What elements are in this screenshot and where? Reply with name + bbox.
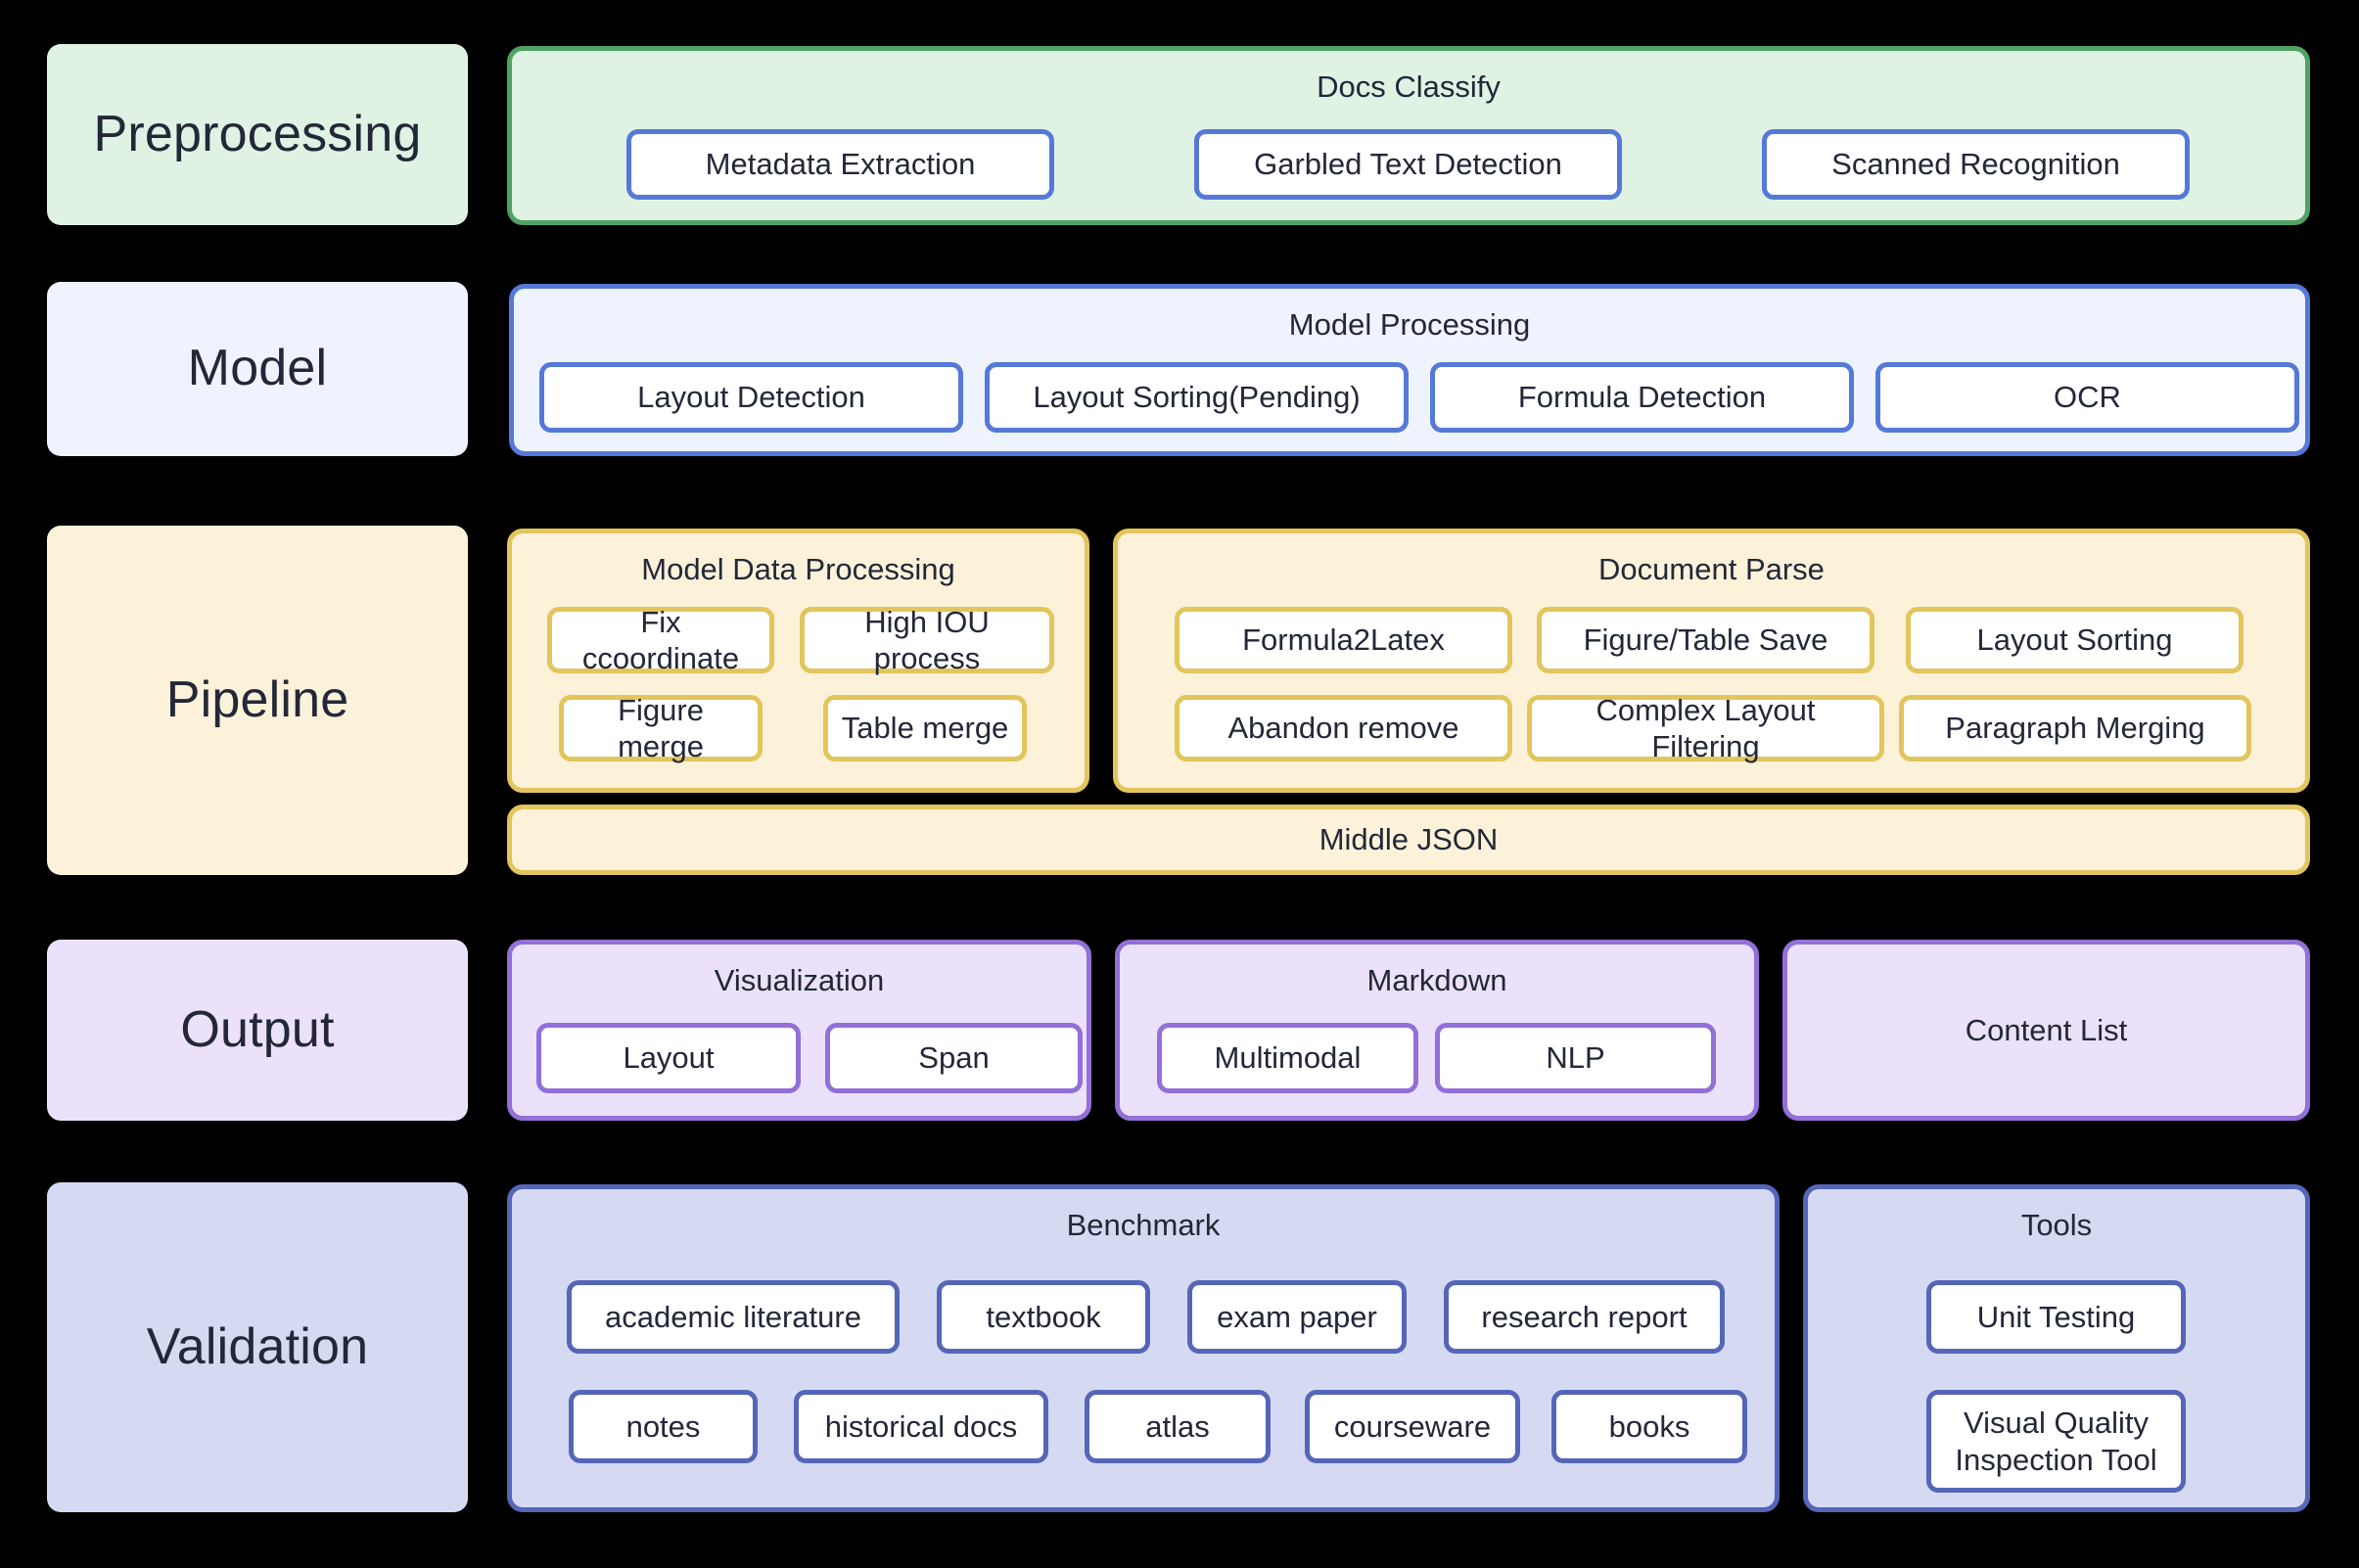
chip-exam-paper[interactable]: exam paper [1187, 1280, 1407, 1354]
chip-visual-quality-inspection-tool[interactable]: Visual Quality Inspection Tool [1926, 1390, 2186, 1493]
group-content-list: Content List [1782, 940, 2310, 1121]
chip-high-iou-process-label: High IOU process [864, 604, 990, 675]
group-middle-json: Middle JSON [507, 805, 2310, 875]
group-model-data-processing: Model Data Processing Fix ccoordinate Hi… [507, 529, 1089, 793]
chip-table-merge-label: Table merge [841, 711, 1009, 746]
chip-notes-label: notes [625, 1408, 701, 1444]
stage-label-preprocessing-text: Preprocessing [93, 105, 422, 162]
chip-abandon-remove-label: Abandon remove [1227, 711, 1459, 746]
group-title-model-processing: Model Processing [1288, 307, 1531, 342]
chip-paragraph-merging[interactable]: Paragraph Merging [1899, 695, 2251, 761]
group-tools: Tools Unit Testing Visual Quality Inspec… [1803, 1184, 2310, 1512]
chip-complex-layout-filtering-label: Complex Layout Filtering [1596, 692, 1816, 763]
group-document-parse: Document Parse Formula2Latex Figure/Tabl… [1113, 529, 2310, 793]
group-title-visualization: Visualization [714, 963, 885, 997]
chip-research-report-label: research report [1481, 1299, 1688, 1334]
stage-label-validation-text: Validation [146, 1317, 369, 1375]
chip-formula2latex-label: Formula2Latex [1242, 623, 1445, 658]
chip-high-iou-process[interactable]: High IOU process [800, 604, 1054, 675]
group-benchmark: Benchmark academic literature textbook e… [507, 1184, 1780, 1512]
chip-research-report[interactable]: research report [1444, 1280, 1725, 1354]
chip-layout-sorting[interactable]: Layout Sorting [1906, 607, 2243, 673]
chip-multimodal-label: Multimodal [1214, 1040, 1362, 1076]
group-title-model-data-processing: Model Data Processing [641, 552, 955, 586]
stage-label-model-text: Model [187, 340, 328, 397]
chip-courseware-label: courseware [1333, 1408, 1492, 1444]
stage-label-validation: Validation [47, 1182, 468, 1512]
chip-textbook-label: textbook [986, 1299, 1101, 1334]
group-title-document-parse: Document Parse [1598, 552, 1825, 586]
chip-abandon-remove[interactable]: Abandon remove [1175, 695, 1512, 761]
chip-textbook[interactable]: textbook [937, 1280, 1150, 1354]
chip-notes[interactable]: notes [569, 1390, 758, 1463]
chip-books[interactable]: books [1551, 1390, 1747, 1463]
chip-exam-paper-label: exam paper [1217, 1299, 1377, 1334]
group-title-markdown: Markdown [1366, 963, 1507, 997]
group-visualization: Visualization Layout Span [507, 940, 1091, 1121]
chip-figure-table-save[interactable]: Figure/Table Save [1537, 607, 1874, 673]
chip-academic-literature[interactable]: academic literature [567, 1280, 900, 1354]
chip-atlas[interactable]: atlas [1085, 1390, 1271, 1463]
group-title-middle-json: Middle JSON [1318, 822, 1499, 857]
chip-courseware[interactable]: courseware [1305, 1390, 1520, 1463]
chip-multimodal[interactable]: Multimodal [1157, 1023, 1418, 1093]
group-title-content-list: Content List [1965, 1012, 2128, 1047]
group-title-benchmark: Benchmark [1066, 1208, 1221, 1242]
group-docs-classify: Docs Classify Metadata Extraction Garble… [507, 46, 2310, 225]
chip-metadata-extraction[interactable]: Metadata Extraction [626, 129, 1054, 200]
stage-label-output: Output [47, 940, 468, 1121]
chip-fix-ccoordinate-label: Fix ccoordinate [581, 604, 740, 675]
chip-historical-docs-label: historical docs [824, 1408, 1018, 1444]
chip-formula-detection-label: Formula Detection [1517, 380, 1767, 415]
chip-scanned-recognition[interactable]: Scanned Recognition [1762, 129, 2190, 200]
chip-unit-testing-label: Unit Testing [1976, 1299, 2136, 1334]
chip-span[interactable]: Span [825, 1023, 1083, 1093]
group-title-tools: Tools [2020, 1208, 2093, 1242]
chip-figure-merge[interactable]: Figure merge [559, 692, 763, 763]
chip-nlp[interactable]: NLP [1435, 1023, 1716, 1093]
chip-layout-detection-label: Layout Detection [637, 380, 865, 415]
chip-garbled-text-detection[interactable]: Garbled Text Detection [1194, 129, 1622, 200]
chip-ocr[interactable]: OCR [1875, 362, 2299, 433]
chip-layout-sorting-label: Layout Sorting [1976, 623, 2173, 658]
chip-books-label: books [1608, 1408, 1690, 1444]
chip-layout-detection[interactable]: Layout Detection [539, 362, 963, 433]
group-model-processing: Model Processing Layout Detection Layout… [509, 284, 2310, 456]
chip-metadata-extraction-label: Metadata Extraction [705, 147, 976, 182]
chip-layout[interactable]: Layout [536, 1023, 801, 1093]
chip-garbled-text-detection-label: Garbled Text Detection [1254, 147, 1562, 182]
stage-label-preprocessing: Preprocessing [47, 44, 468, 225]
chip-visual-quality-inspection-tool-label: Visual Quality Inspection Tool [1955, 1406, 2157, 1477]
chip-formula-detection[interactable]: Formula Detection [1430, 362, 1854, 433]
group-title-docs-classify: Docs Classify [1317, 69, 1501, 104]
chip-formula2latex[interactable]: Formula2Latex [1175, 607, 1512, 673]
chip-fix-ccoordinate[interactable]: Fix ccoordinate [547, 604, 774, 675]
chip-historical-docs[interactable]: historical docs [794, 1390, 1048, 1463]
chip-ocr-label: OCR [2054, 380, 2121, 415]
chip-layout-sorting-pending[interactable]: Layout Sorting(Pending) [985, 362, 1409, 433]
stage-label-pipeline: Pipeline [47, 526, 468, 875]
chip-layout-label: Layout [623, 1040, 715, 1076]
chip-layout-sorting-pending-label: Layout Sorting(Pending) [1033, 380, 1361, 415]
chip-figure-table-save-label: Figure/Table Save [1583, 623, 1828, 658]
chip-nlp-label: NLP [1546, 1040, 1605, 1076]
chip-paragraph-merging-label: Paragraph Merging [1945, 711, 2205, 746]
chip-unit-testing[interactable]: Unit Testing [1926, 1280, 2186, 1354]
chip-atlas-label: atlas [1145, 1408, 1210, 1444]
chip-complex-layout-filtering[interactable]: Complex Layout Filtering [1527, 692, 1884, 763]
chip-table-merge[interactable]: Table merge [823, 695, 1027, 761]
group-markdown: Markdown Multimodal NLP [1115, 940, 1759, 1121]
stage-label-output-text: Output [180, 1000, 335, 1058]
chip-scanned-recognition-label: Scanned Recognition [1831, 147, 2120, 182]
stage-label-model: Model [47, 282, 468, 456]
chip-academic-literature-label: academic literature [605, 1299, 861, 1334]
stage-label-pipeline-text: Pipeline [165, 670, 349, 728]
chip-figure-merge-label: Figure merge [618, 692, 704, 763]
chip-span-label: Span [918, 1040, 990, 1076]
